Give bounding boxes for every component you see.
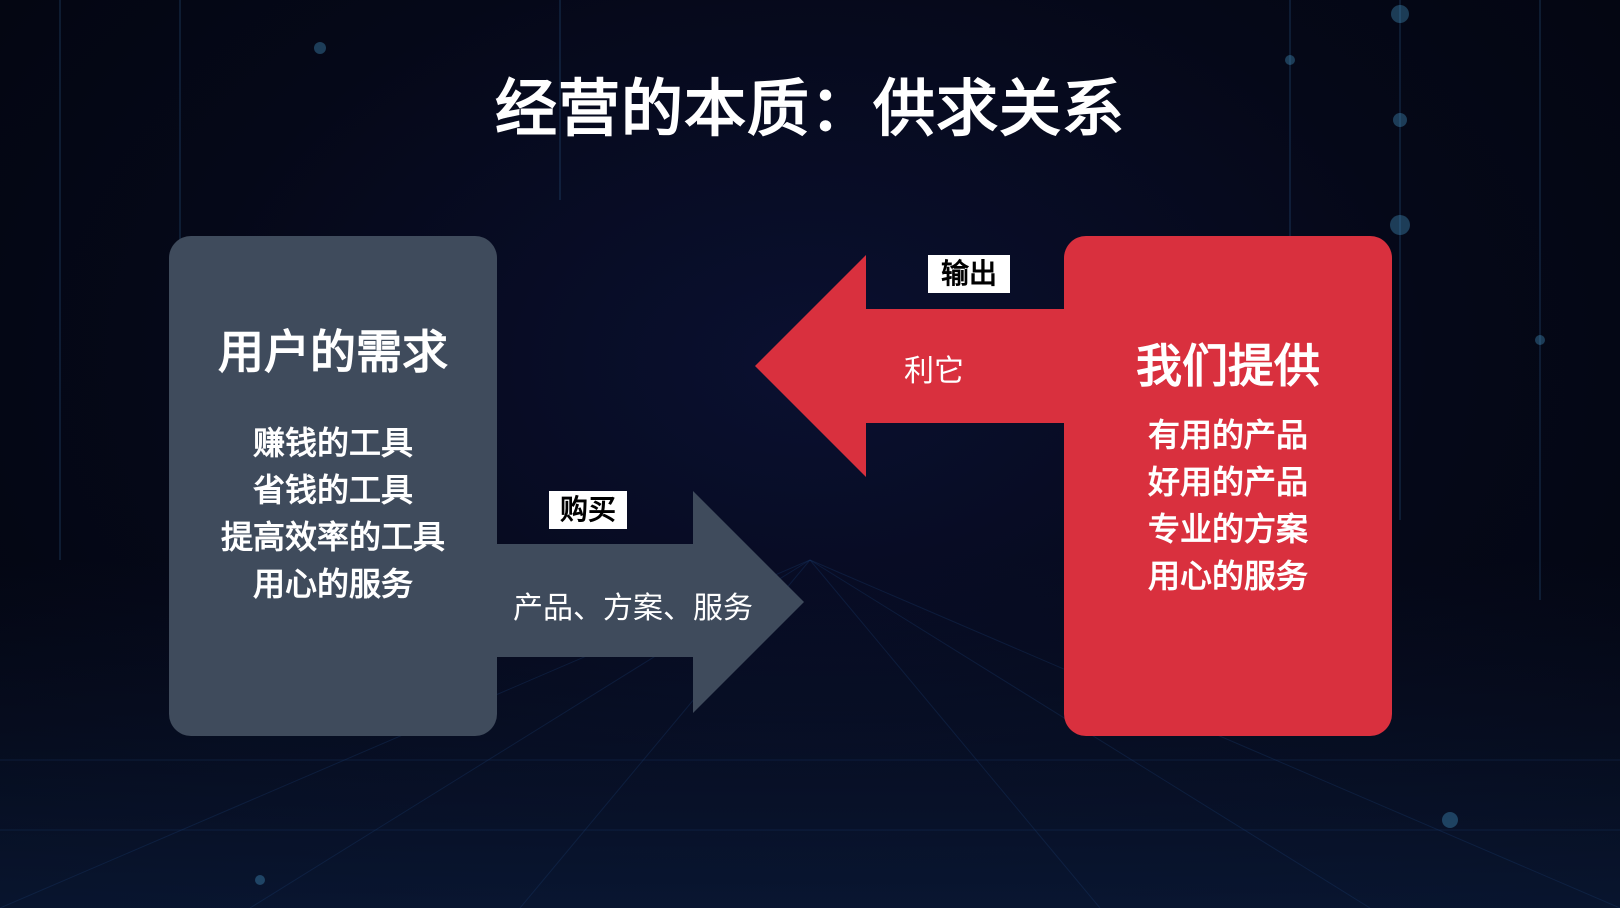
output-arrow	[755, 255, 1064, 477]
purchase-tag: 购买	[549, 491, 627, 529]
user-needs-title: 用户的需求	[218, 325, 448, 379]
purchase-arrow	[497, 491, 804, 713]
list-item: 提高效率的工具	[220, 518, 445, 556]
output-tag: 输出	[928, 255, 1010, 293]
list-item: 专业的方案	[1147, 510, 1308, 548]
list-item: 有用的产品	[1147, 416, 1308, 454]
output-arrow-label: 利它	[904, 354, 964, 389]
page-title: 经营的本质：供求关系	[494, 72, 1125, 145]
list-item: 好用的产品	[1147, 463, 1308, 501]
we-provide-box: 我们提供 有用的产品 好用的产品 专业的方案 用心的服务	[1064, 236, 1392, 736]
we-provide-title: 我们提供	[1136, 339, 1320, 393]
list-item: 省钱的工具	[252, 471, 413, 509]
user-needs-box: 用户的需求 赚钱的工具 省钱的工具 提高效率的工具 用心的服务	[169, 236, 497, 736]
list-item: 赚钱的工具	[252, 424, 413, 462]
purchase-arrow-label: 产品、方案、服务	[513, 591, 753, 626]
user-needs-list: 赚钱的工具 省钱的工具 提高效率的工具 用心的服务	[169, 420, 497, 608]
list-item: 用心的服务	[1147, 557, 1308, 595]
list-item: 用心的服务	[252, 565, 413, 603]
we-provide-list: 有用的产品 好用的产品 专业的方案 用心的服务	[1064, 412, 1392, 600]
